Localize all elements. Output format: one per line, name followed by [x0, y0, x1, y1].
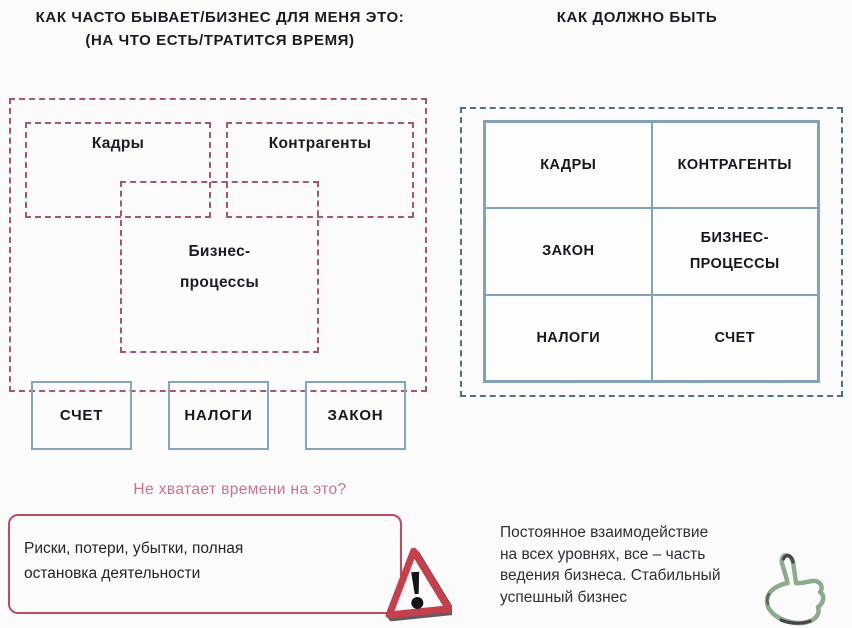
- table-cell-zakon: ЗАКОН: [485, 208, 652, 295]
- risk-text: Риски, потери, убытки, полная остановка …: [24, 540, 244, 582]
- table-cell-schet: СЧЕТ: [651, 294, 818, 381]
- left-column-title: КАК ЧАСТО БЫВАЕТ/БИЗНЕС ДЛЯ МЕНЯ ЭТО: (Н…: [0, 6, 440, 52]
- label-biznes-processy: Бизнес- процессы: [179, 243, 260, 291]
- table-cell-kadry: КАДРЫ: [485, 122, 652, 209]
- label-schet: СЧЕТ: [59, 407, 104, 424]
- risk-box: Риски, потери, убытки, полная остановка …: [8, 514, 402, 614]
- result-text: Постоянное взаимодействие на всех уровня…: [500, 524, 721, 606]
- left-outer-dashed-box: [9, 98, 427, 392]
- right-title-text: КАК ДОЛЖНО БЫТЬ: [556, 9, 718, 26]
- should-be-table: КАДРЫ КОНТРАГЕНТЫ ЗАКОН БИЗНЕС- ПРОЦЕССЫ…: [483, 120, 820, 383]
- table-cell-nalogi: НАЛОГИ: [485, 294, 652, 381]
- label-kadry: Кадры: [91, 135, 145, 152]
- label-nalogi: НАЛОГИ: [184, 407, 253, 424]
- solid-box-schet: СЧЕТ: [31, 381, 132, 450]
- label-zakon: ЗАКОН: [327, 407, 384, 424]
- left-title-line2: (НА ЧТО ЕСТЬ/ТРАТИТСЯ ВРЕМЯ): [85, 32, 355, 49]
- thumbs-up-icon: [756, 549, 842, 628]
- solid-box-nalogi: НАЛОГИ: [168, 381, 269, 450]
- warning-triangle-icon: [380, 542, 452, 624]
- table-cell-kontragenty: КОНТРАГЕНТЫ: [651, 122, 818, 209]
- left-title-line1: КАК ЧАСТО БЫВАЕТ/БИЗНЕС ДЛЯ МЕНЯ ЭТО:: [35, 9, 405, 26]
- right-outer-dashed-box: [460, 107, 843, 397]
- question-caption: Не хватает времени на это?: [133, 481, 347, 498]
- solid-box-zakon: ЗАКОН: [305, 381, 406, 450]
- right-column-title: КАК ДОЛЖНО БЫТЬ: [467, 6, 807, 29]
- dashed-box-kontragenty: Контрагенты: [226, 122, 414, 218]
- label-kontragenty: Контрагенты: [268, 135, 372, 152]
- dashed-box-biznes-processy: Бизнес- процессы: [120, 181, 319, 353]
- table-cell-biznes-processy: БИЗНЕС- ПРОЦЕССЫ: [651, 208, 818, 295]
- dashed-box-kadry: Кадры: [25, 122, 211, 218]
